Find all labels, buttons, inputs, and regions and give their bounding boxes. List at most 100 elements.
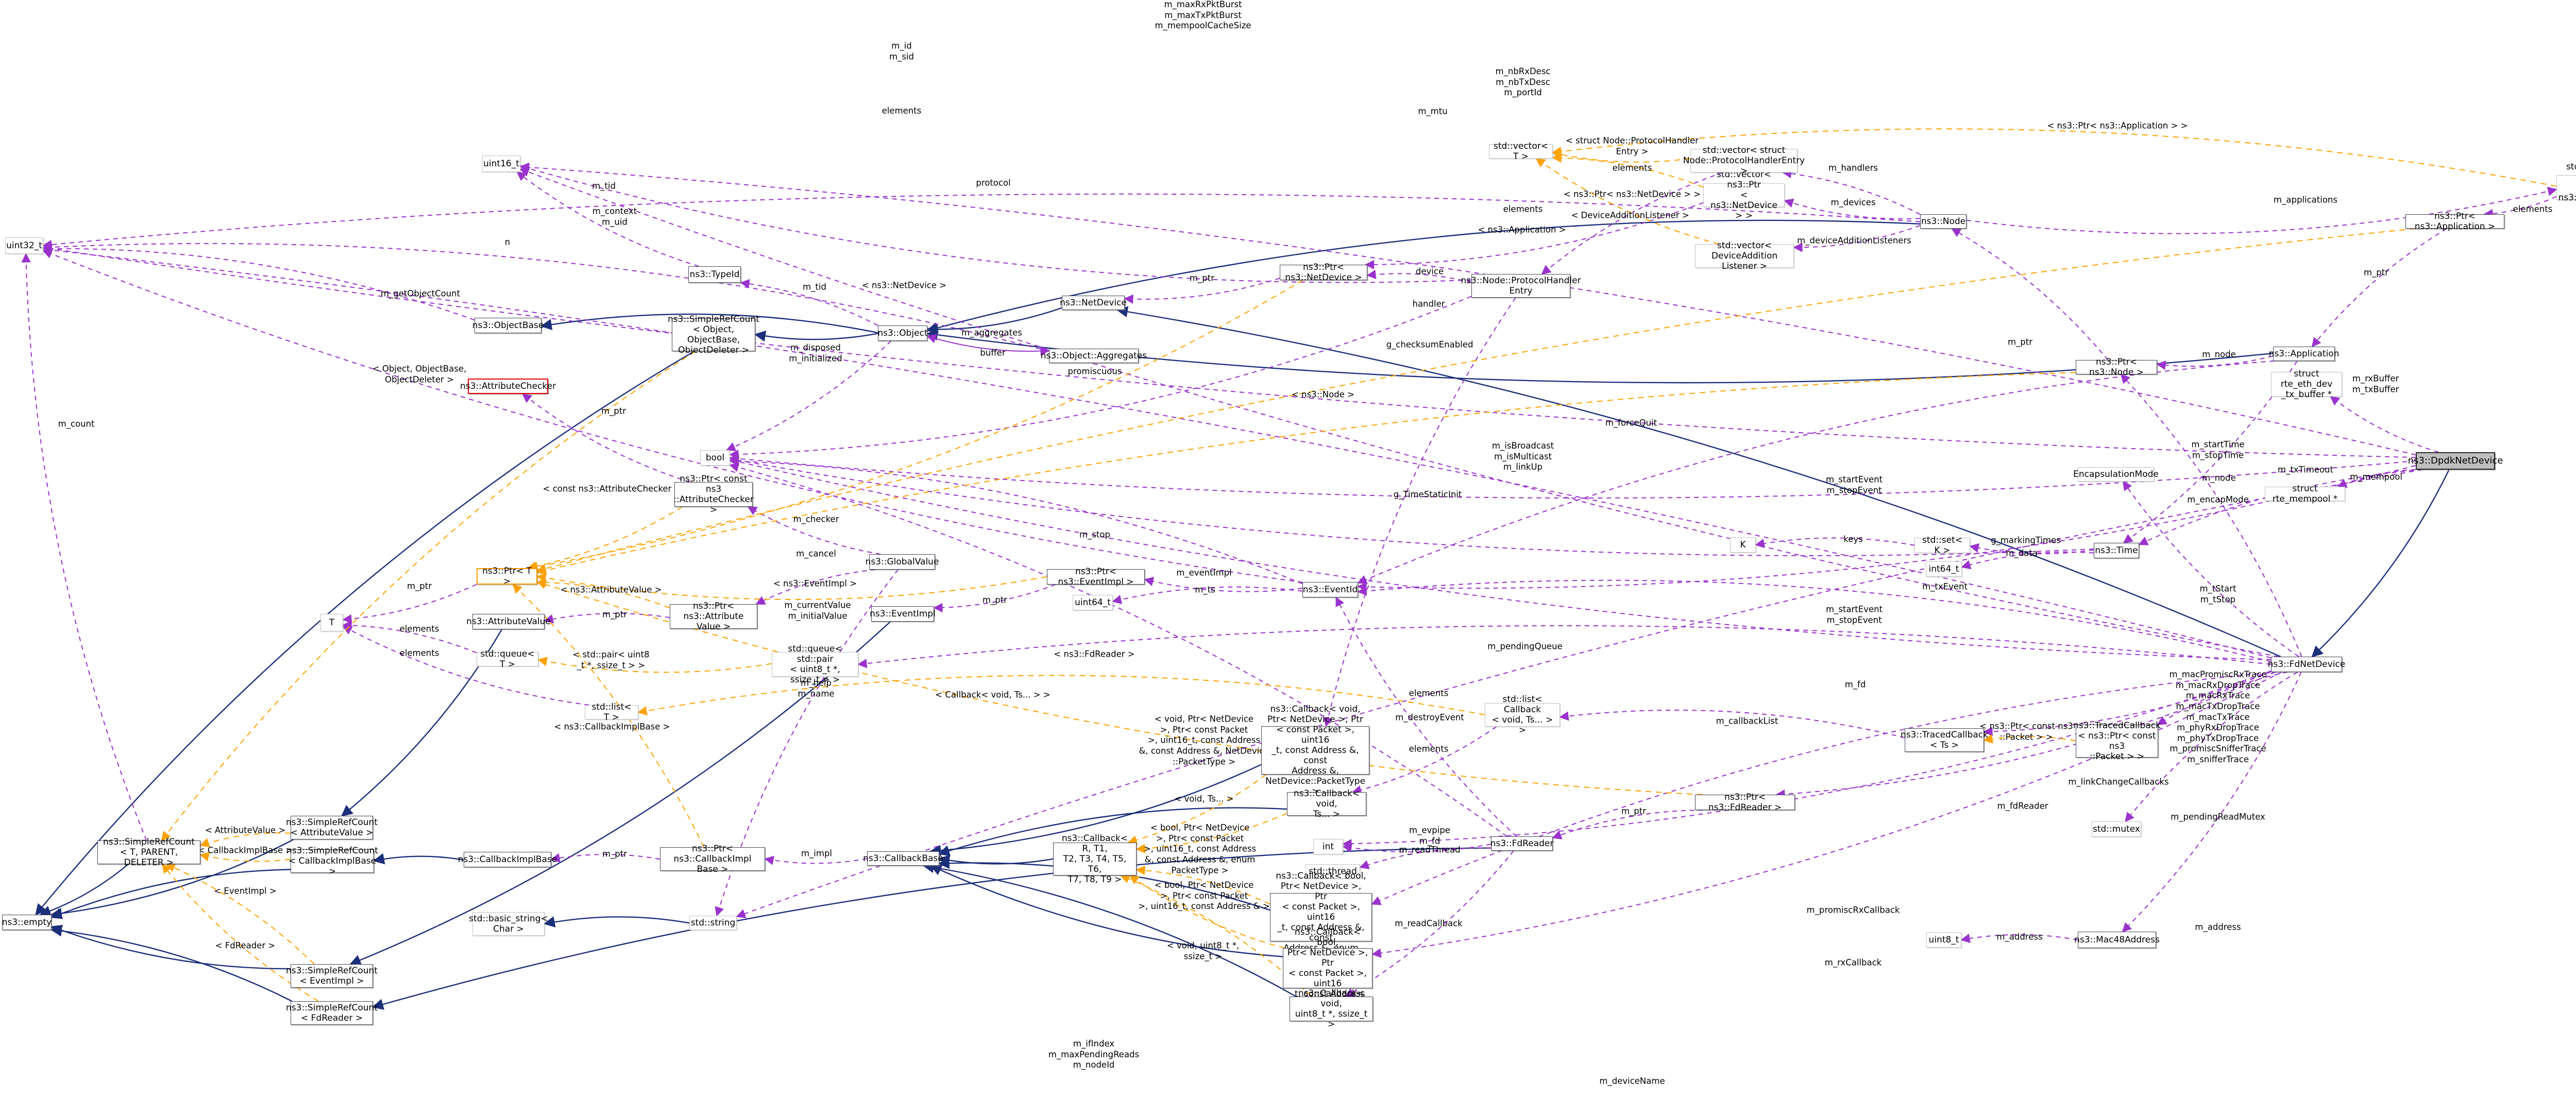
node-tc-packet[interactable]: ns3::TracedCallback < ns3::Ptr< const ns… [2073, 720, 2161, 762]
node-ethdev[interactable]: struct rte_eth_dev _tx_buffer * [2271, 369, 2342, 400]
node-src-generic[interactable]: ns3::SimpleRefCount < T, PARENT, DELETER… [97, 837, 200, 868]
node-int64[interactable]: int64_t [1926, 561, 1962, 577]
node-vec-t[interactable]: std::vector< T > [1489, 141, 1553, 162]
node-aggregates[interactable]: ns3::Object::Aggregates [1041, 349, 1147, 363]
node-node[interactable]: ns3::Node [1920, 214, 1967, 229]
node-callbackbase[interactable]: ns3::CallbackBase [863, 851, 943, 866]
node-time[interactable]: ns3::Time [2094, 543, 2139, 558]
node-objectbase[interactable]: ns3::ObjectBase [472, 318, 544, 333]
edge-label: < void, Ts... > [1174, 794, 1234, 804]
node-fdreader[interactable]: ns3::FdReader [1490, 836, 1553, 851]
node-vec-app[interactable]: std::vector< ns3::Ptr < ns3::Application… [2556, 162, 2576, 203]
edge-label: m_count [58, 419, 95, 429]
edge-globalvalue-to-ptr-attrvalue [755, 569, 876, 605]
edge-label: m_checker [793, 514, 839, 524]
node-cb-void-big[interactable]: ns3::Callback< void, Ptr< NetDevice >, P… [1261, 704, 1369, 797]
node-ptr-node[interactable]: ns3::Ptr< ns3::Node > [2076, 357, 2157, 378]
edge-time-to-bool [729, 455, 2094, 556]
edge-label: < void, Ptr< NetDevice >, Ptr< const Pac… [1139, 714, 1269, 766]
node-thread[interactable]: std::thread [1306, 864, 1360, 879]
node-basicstring[interactable]: std::basic_string< Char > [469, 912, 548, 936]
edge-stdstring-to-basicstring [543, 916, 690, 928]
edge-label: < ns3::CallbackImplBase > [554, 722, 670, 732]
edge-aggregates-to-uint32 [42, 242, 1049, 352]
node-ptr-cib[interactable]: ns3::Ptr< ns3::CallbackImpl Base > [660, 844, 765, 874]
node-typeid[interactable]: ns3::TypeId [688, 266, 741, 283]
node-queue-t[interactable]: std::queue< T > [477, 649, 538, 670]
edge-label: m_rxCallback [1824, 957, 1882, 968]
node-object[interactable]: ns3::Object [877, 325, 928, 341]
node-mutex[interactable]: std::mutex [2092, 821, 2141, 837]
node-uint8[interactable]: uint8_t [1926, 932, 1961, 948]
node-cb-void8[interactable]: ns3::Callback< void, uint8_t *, ssize_t … [1290, 988, 1373, 1030]
edge-label: m_ptr [2363, 267, 2389, 278]
node-ptr-attrvalue[interactable]: ns3::Ptr< ns3::Attribute Value > [670, 601, 757, 632]
node-tc-ts[interactable]: ns3::TracedCallback < Ts > [1901, 728, 1988, 752]
edge-ptr-t-to-t [342, 584, 477, 624]
node-cib[interactable]: ns3::CallbackImplBase [458, 852, 557, 867]
node-phe[interactable]: ns3::Node::ProtocolHandler Entry [1461, 274, 1581, 298]
node-src-cib[interactable]: ns3::SimpleRefCount < CallbackImplBase > [286, 845, 378, 877]
edge-phe-to-cb-void-big [1323, 297, 1516, 727]
node-queue-pair[interactable]: std::queue< std::pair < uint8_t *, ssize… [772, 644, 858, 685]
node-encap[interactable]: EncapsulationMode [2073, 467, 2159, 482]
edge-node-to-vec-phe [1782, 168, 1921, 215]
node-eventid[interactable]: ns3::EventId [1302, 582, 1358, 597]
edge-label: m_address [1996, 932, 2043, 942]
edge-label: g_TimeStaticInit [1393, 489, 1462, 500]
node-attrvalue[interactable]: ns3::AttributeValue [466, 614, 551, 629]
node-src-object[interactable]: ns3::SimpleRefCount < Object, ObjectBase… [668, 314, 759, 356]
edge-label: < bool, Ptr< NetDevice >, Ptr< const Pac… [1143, 822, 1257, 875]
node-ptr-fdreader[interactable]: ns3::Ptr< ns3::FdReader > [1695, 792, 1795, 813]
edge-label: m_getObjectCount [380, 288, 461, 299]
node-src-attrvalue[interactable]: ns3::SimpleRefCount < AttributeValue > [286, 816, 378, 839]
edge-label: m_context m_uid [592, 206, 637, 227]
node-stdstring[interactable]: std::string [689, 916, 737, 930]
node-cb-void-ts[interactable]: ns3::Callback< void, Ts... > [1287, 788, 1366, 819]
node-mac48[interactable]: ns3::Mac48Address [2074, 932, 2160, 948]
node-vec-phe[interactable]: std::vector< struct Node::ProtocolHandle… [1683, 145, 1805, 177]
node-application[interactable]: ns3::Application [2269, 347, 2339, 361]
node-cb-rx[interactable]: ns3::Callback< bool, Ptr< NetDevice >, P… [1283, 927, 1372, 1009]
edge-dpdk-to-uint16 [519, 162, 2416, 456]
node-src-eventimpl[interactable]: ns3::SimpleRefCount < EventImpl > [286, 964, 378, 988]
node-src-fdreader[interactable]: ns3::SimpleRefCount < FdReader > [286, 1001, 378, 1025]
edge-ptr-eventimpl-to-eventimpl [933, 584, 1056, 613]
edge-dpdk-to-bool [729, 454, 2416, 499]
node-callback-r[interactable]: ns3::Callback< R, T1, T2, T3, T4, T5, T6… [1053, 833, 1137, 885]
node-t[interactable]: T [320, 614, 343, 631]
node-attrchecker[interactable]: ns3::AttributeChecker [460, 379, 556, 394]
node-eventimpl[interactable]: ns3::EventImpl [870, 606, 936, 622]
node-list-cb[interactable]: std::list< Callback < void, Ts... > > [1485, 694, 1560, 735]
edge-label: m_id m_sid [889, 41, 914, 61]
node-int[interactable]: int [1313, 839, 1343, 854]
node-ptr-eventimpl[interactable]: ns3::Ptr< ns3::EventImpl > [1047, 567, 1145, 587]
node-ptr-t[interactable]: ns3::Ptr< T > [477, 566, 537, 587]
edge-label: < struct Node::ProtocolHandler Entry > [1566, 135, 1699, 156]
node-ptr-cac[interactable]: ns3::Ptr< const ns3 ::AttributeChecker > [673, 473, 754, 516]
edge-label: < std::pair< uint8 _t *, ssize_t > > [572, 649, 650, 670]
node-set-k[interactable]: std::set< K > [1914, 535, 1970, 556]
node-uint16[interactable]: uint16_t [482, 156, 520, 172]
edge-label: m_applications [2274, 195, 2337, 205]
node-uint64[interactable]: uint64_t [1073, 595, 1113, 610]
edge-queue-t-to-t [342, 620, 477, 654]
node-empty[interactable]: ns3::empty [2, 915, 52, 930]
node-fdnetdevice[interactable]: ns3::FdNetDevice [2268, 657, 2345, 672]
node-list-t[interactable]: std::list< T > [585, 702, 638, 723]
node-bool[interactable]: bool [700, 450, 730, 466]
edge-label: m_isBroadcast m_isMulticast m_linkUp [1492, 441, 1554, 472]
node-vec-dal[interactable]: std::vector< DeviceAddition Listener > [1695, 241, 1794, 271]
edge-object-to-objectbase [540, 313, 878, 334]
node-mempool[interactable]: struct rte_mempool * [2265, 484, 2345, 504]
edge-cb-void-ts-to-callback-r [1136, 813, 1287, 853]
node-ptr-app[interactable]: ns3::Ptr< ns3::Application > [2405, 211, 2504, 232]
node-globalvalue[interactable]: ns3::GlobalValue [866, 554, 939, 570]
node-vec-nd[interactable]: std::vector< ns3::Ptr < ns3::NetDevice >… [1703, 169, 1785, 221]
edge-ptr-app-to-application [2311, 228, 2447, 348]
node-uint32[interactable]: uint32_t [5, 237, 43, 254]
node-netdevice[interactable]: ns3::NetDevice [1060, 296, 1127, 310]
node-dpdk[interactable]: ns3::DpdkNetDevice [2408, 452, 2503, 470]
node-ptr-netdevice[interactable]: ns3::Ptr< ns3::NetDevice > [1280, 262, 1367, 283]
node-k[interactable]: K [1730, 537, 1756, 553]
